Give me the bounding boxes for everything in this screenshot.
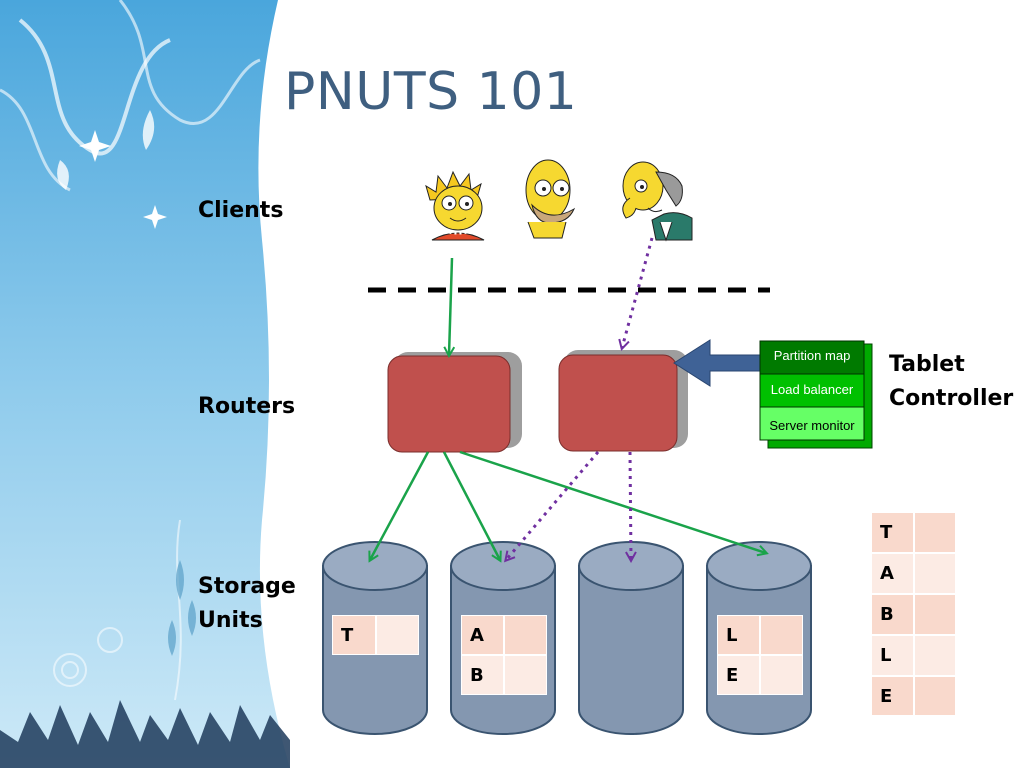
tablet-label-line1: Tablet (889, 352, 965, 377)
table-value-cell (914, 635, 956, 676)
controller-arrow (673, 339, 763, 387)
storage-units-label: Storage Units (198, 570, 296, 638)
router-2 (558, 350, 688, 452)
table-key-cell: E (871, 676, 914, 716)
partition-map-label: Partition map (774, 348, 851, 363)
table-value-cell (914, 676, 956, 716)
storage-4-value-cell (760, 615, 803, 655)
table-key-cell: T (871, 512, 914, 553)
storage-4-key-cell: L (717, 615, 760, 655)
table-value-cell (914, 594, 956, 635)
client-avatar-old-man (622, 161, 693, 242)
router-2-to-storage-2-dotted-arrow (506, 451, 600, 560)
table-value-cell (914, 512, 956, 553)
router-to-storage-2-arrow (442, 451, 500, 560)
sparkle-icon (143, 205, 167, 229)
server-monitor-label: Server monitor (769, 418, 855, 433)
load-balancer-label: Load balancer (771, 382, 854, 397)
partition-map-box (759, 340, 865, 375)
storage-label-line1: Storage (198, 574, 296, 599)
router-1 (387, 352, 522, 453)
decorative-sidebar (0, 0, 290, 768)
routers-label: Routers (198, 394, 296, 419)
server-monitor-box (759, 406, 865, 441)
tablet-controller: Partition map Load balancer Server monit… (759, 340, 873, 449)
storage-label-line2: Units (198, 608, 263, 633)
storage-4-key-cell: E (717, 655, 760, 695)
storage-4-value-cell (760, 655, 803, 695)
clients-label: Clients (198, 198, 284, 223)
storage-2-value-cell (504, 655, 547, 695)
router-2-to-storage-3-dotted-arrow (630, 451, 631, 560)
load-balancer-box (759, 373, 865, 408)
router-to-storage-1-arrow (370, 451, 430, 560)
storage-1-key-cell: T (332, 615, 376, 655)
client-to-router-2-dotted-arrow (622, 237, 654, 348)
table-value-cell (914, 553, 956, 594)
slide-title: PNUTS 101 (284, 62, 578, 122)
table-key-cell: A (871, 553, 914, 594)
sparkle-icon (79, 130, 111, 162)
storage-1-value-cell (376, 615, 419, 655)
storage-2-key-cell: B (461, 655, 504, 695)
storage-2-value-cell (504, 615, 547, 655)
router-to-storage-4-arrow (459, 450, 766, 553)
storage-2-key-cell: A (461, 615, 504, 655)
client-avatar-girl (425, 170, 485, 241)
client-avatar-man (525, 159, 576, 239)
tablet-label-line2: Controller (889, 386, 1014, 411)
tablet-controller-label: Tablet Controller (889, 348, 1013, 416)
client-to-router-arrow (449, 257, 452, 355)
table-key-cell: L (871, 635, 914, 676)
table-key-cell: B (871, 594, 914, 635)
storage-unit-3 (578, 541, 684, 735)
